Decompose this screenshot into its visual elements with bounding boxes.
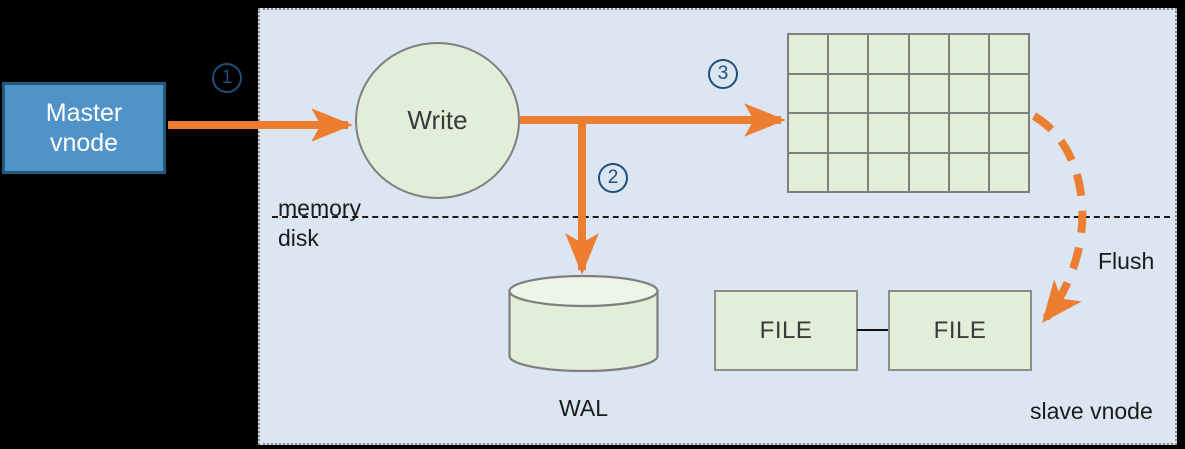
master-vnode-box[interactable]: Master vnode xyxy=(2,82,166,174)
slave-vnode-label: slave vnode xyxy=(1030,398,1153,424)
step-badge-1: 1 xyxy=(212,63,242,93)
file-box-2-label: FILE xyxy=(933,316,987,344)
wal-cylinder-shape xyxy=(508,274,659,373)
memtable-cell xyxy=(989,74,1028,112)
memtable-cell xyxy=(869,74,908,112)
memtable-cell xyxy=(989,153,1028,191)
memtable-cell xyxy=(909,153,948,191)
memtable-cell xyxy=(869,153,908,191)
memtable-cell xyxy=(789,153,828,191)
flush-label: Flush xyxy=(1098,248,1155,274)
disk-label: disk xyxy=(278,225,319,251)
memtable-cell xyxy=(829,153,868,191)
memtable-cell xyxy=(789,74,828,112)
write-node[interactable]: Write xyxy=(355,42,520,199)
memtable-cell xyxy=(909,74,948,112)
step-badge-3: 3 xyxy=(708,59,738,89)
memtable-grid xyxy=(787,33,1030,193)
wal-cylinder xyxy=(508,274,659,373)
file-box-1-label: FILE xyxy=(759,316,813,344)
memory-disk-divider xyxy=(272,216,1170,218)
memtable-cell xyxy=(989,114,1028,152)
memtable-cell xyxy=(909,114,948,152)
step-badge-2: 2 xyxy=(598,163,628,193)
memtable-cell xyxy=(989,35,1028,73)
memory-label: memory xyxy=(278,195,362,221)
memtable-cell xyxy=(949,74,988,112)
file-connector-line xyxy=(857,329,889,331)
file-box-2[interactable]: FILE xyxy=(888,290,1032,371)
write-node-label: Write xyxy=(407,105,468,135)
memtable-cell xyxy=(829,114,868,152)
wal-label: WAL xyxy=(559,395,608,421)
memtable-cell xyxy=(949,114,988,152)
master-vnode-label-line1: Master xyxy=(45,98,123,127)
memtable-cell xyxy=(789,114,828,152)
memtable-cell xyxy=(829,35,868,73)
memtable-cell xyxy=(829,74,868,112)
master-vnode-label-line2: vnode xyxy=(49,129,119,157)
memtable-cell xyxy=(909,35,948,73)
memtable-cell xyxy=(789,35,828,73)
memtable-cell xyxy=(949,153,988,191)
file-box-1[interactable]: FILE xyxy=(714,290,858,371)
memtable-cell xyxy=(869,35,908,73)
memtable-cell xyxy=(949,35,988,73)
memtable-cell xyxy=(869,114,908,152)
